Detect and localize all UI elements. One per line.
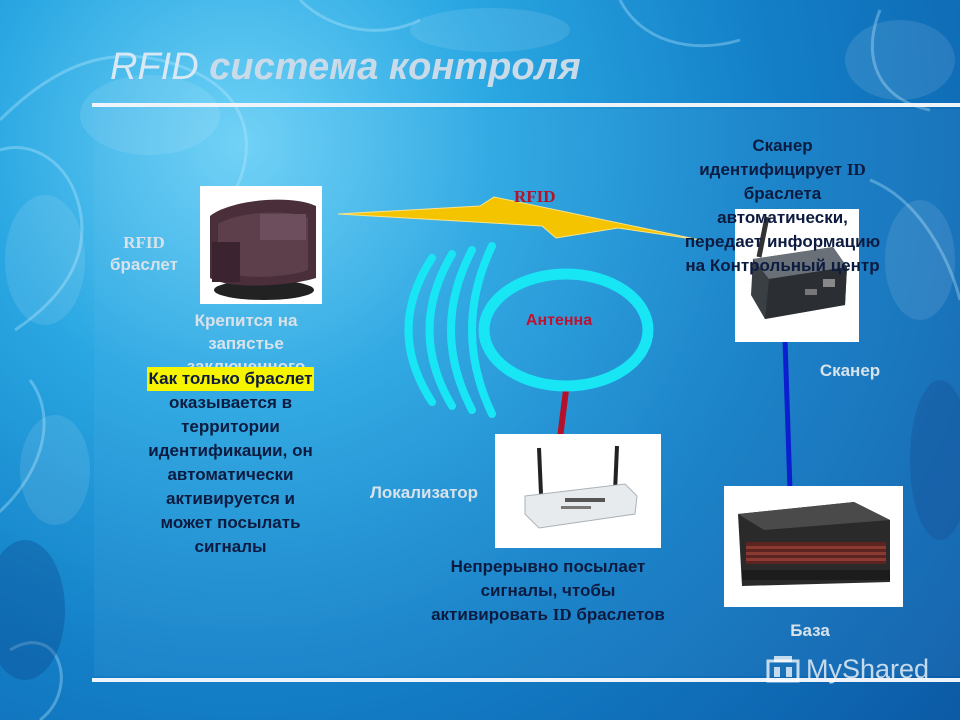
scanner-note-line6: на Контрольный центр [685, 256, 880, 275]
scanner-note-line5: передает информацию [684, 232, 881, 251]
bracelet-note-line2: оказывается в [168, 393, 293, 412]
signal-waves-icon [404, 242, 496, 418]
scanner-wire [782, 339, 793, 491]
bracelet-note-line3: территории [181, 417, 280, 436]
bracelet-note-line5: автоматически [167, 465, 294, 484]
title-main-words: система контроля [209, 46, 581, 88]
bracelet-note-line6: активируется и [166, 489, 295, 508]
base-label: База [790, 621, 830, 640]
scanner-note: Сканер идентифицирует ID браслета автома… [650, 134, 915, 278]
scanner-note-line1: Сканер [752, 136, 813, 155]
scanner-note-id: ID [846, 160, 866, 179]
base-photo [724, 486, 903, 607]
bracelet-label-line1: RFID [123, 233, 165, 252]
scanner-photo [735, 209, 859, 342]
watermark: MyShared [766, 654, 929, 685]
scanner-label: Сканер [819, 361, 881, 380]
scanner-note-line3: браслета [743, 184, 822, 203]
scanner-note-line2-a: идентифицирует [699, 160, 843, 179]
localizer-note-line3: активировать ID браслетов [395, 603, 701, 627]
antenna-ring [478, 268, 654, 392]
localizer-note: Непрерывно посылает сигналы, чтобы актив… [395, 555, 701, 627]
bracelet-note-line4: идентификации, он [148, 441, 313, 460]
localizer-note-id: ID [552, 605, 572, 624]
bracelet-note-line8: сигналы [194, 537, 267, 556]
slide-title: RFID система контроля [110, 44, 581, 90]
scanner-note-line4: автоматически, [717, 208, 848, 227]
bottom-divider [92, 678, 960, 682]
bracelet-label: RFID браслет [94, 232, 194, 276]
watermark-logo-icon [766, 655, 800, 682]
rfid-signal-bolt-icon [337, 196, 701, 241]
bracelet-caption-line1: Крепится на [194, 311, 298, 330]
watermark-text: MyShared [806, 654, 930, 684]
rfid-signal-label: RFID [514, 187, 556, 206]
title-rfid-word: RFID [110, 46, 199, 88]
antenna-label: Антенна [525, 312, 593, 329]
bracelet-caption: Крепится на запястье заключенного [166, 309, 326, 371]
top-divider [92, 103, 960, 107]
localizer-note-line1: Непрерывно посылает [450, 557, 646, 576]
localizer-note-line3-a: активировать [431, 605, 548, 624]
scanner-note-line2: идентифицирует ID [650, 158, 915, 182]
bracelet-note: Как только браслет оказывается в террито… [118, 367, 343, 559]
localizer-photo [495, 434, 661, 548]
bracelet-photo [200, 186, 322, 304]
localizer-note-line2: сигналы, чтобы [480, 581, 616, 600]
bracelet-caption-line2: запястье [208, 334, 284, 353]
bracelet-note-line1: Как только браслет [146, 367, 315, 391]
bracelet-label-line2: браслет [110, 255, 178, 274]
localizer-note-line3-c: браслетов [576, 605, 665, 624]
localizer-wire [557, 389, 569, 439]
bracelet-note-line7: может посылать [160, 513, 301, 532]
localizer-label: Локализатор [369, 483, 479, 502]
